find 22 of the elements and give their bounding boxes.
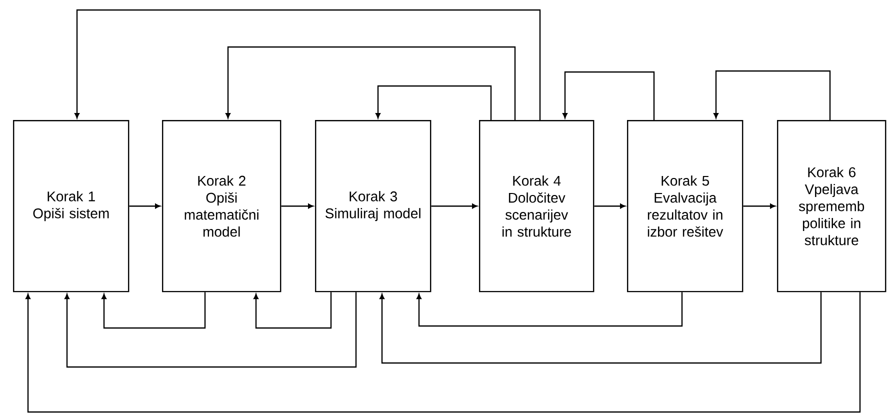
arrow [102,292,206,329]
arrow [64,292,357,368]
arrow [594,204,626,209]
arrow [431,204,478,209]
arrow [26,292,861,413]
arrow [714,70,831,120]
step-box: Korak 6 Vpeljava sprememb politike in strukture [777,120,886,292]
arrow [129,204,160,209]
step-box: Korak 3 Simuliraj model [315,120,432,292]
arrow [743,204,776,209]
arrow [416,292,683,327]
arrow [380,292,822,364]
arrow [74,9,541,120]
arrow [281,204,314,209]
step-box: Korak 4 Določitev scenarijev in strukture [479,120,594,292]
step-box: Korak 1 Opiši sistem [13,120,130,292]
arrow [376,85,492,120]
arrow [562,71,655,120]
arrow [226,46,516,120]
arrow [254,292,332,329]
step-box: Korak 2 Opiši matematični model [162,120,282,292]
step-box: Korak 5 Evalvacija rezultatov in izbor rešitev [627,120,744,292]
